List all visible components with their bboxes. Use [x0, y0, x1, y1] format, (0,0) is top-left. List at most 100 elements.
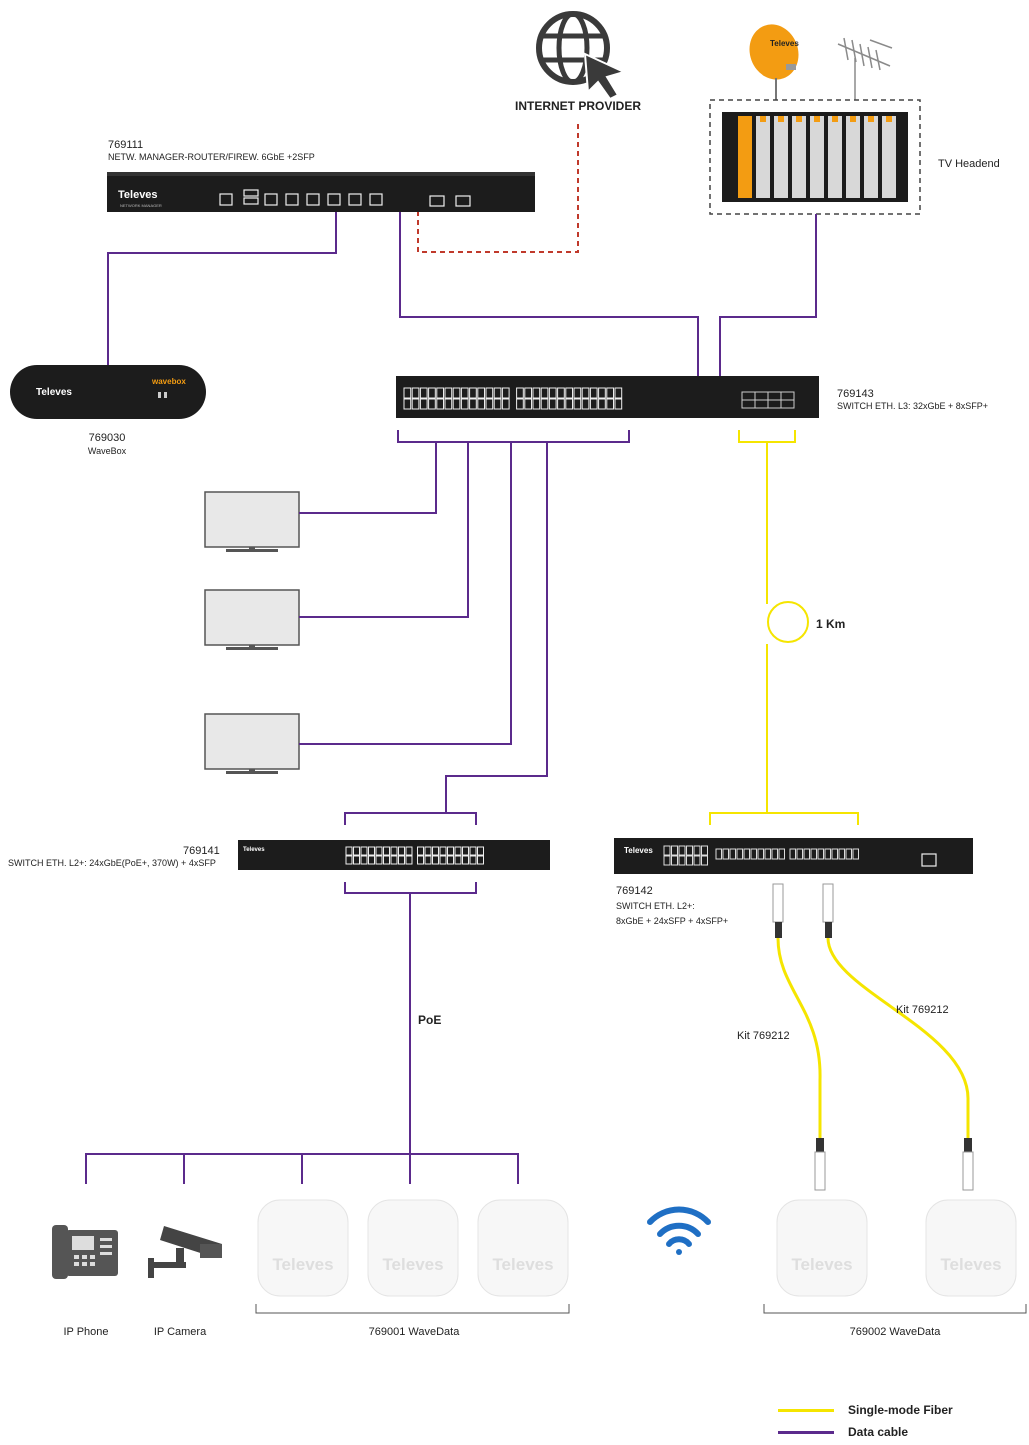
port: [360, 855, 368, 865]
port: [390, 846, 398, 856]
fiber-switch-desc-1: SWITCH ETH. L2+:: [616, 901, 695, 911]
port: [573, 387, 582, 399]
port: [375, 855, 383, 865]
core-switch-desc: SWITCH ETH. L3: 32xGbE + 8xSFP+: [837, 401, 989, 411]
port: [353, 855, 360, 865]
ip-phone-label: IP Phone: [63, 1326, 109, 1338]
port: [469, 855, 477, 865]
port: [485, 398, 494, 410]
port: [796, 848, 803, 860]
port: [686, 855, 693, 866]
port: [345, 855, 353, 865]
port: [368, 846, 375, 856]
port: [452, 398, 461, 410]
port: [565, 387, 573, 399]
internet-provider-label: INTERNET PROVIDER: [515, 99, 642, 113]
port: [852, 848, 859, 860]
port: [501, 387, 510, 399]
port: [663, 845, 671, 856]
wavedata-2-label: 769002 WaveData: [849, 1326, 941, 1338]
port: [424, 855, 432, 865]
port: [845, 848, 852, 860]
port: [411, 387, 420, 399]
port: [764, 848, 771, 860]
svg-text:Televes: Televes: [770, 39, 799, 48]
port: [701, 855, 708, 866]
port: [375, 846, 383, 856]
port: [581, 398, 590, 410]
port: [524, 398, 532, 410]
port: [390, 855, 398, 865]
port: [671, 845, 678, 856]
port: [493, 387, 502, 399]
wavebox-name: WaveBox: [87, 446, 127, 456]
router-desc: NETW. MANAGER-ROUTER/FIREW. 6GbE +2SFP: [108, 152, 315, 162]
port: [743, 848, 750, 860]
svg-text:Televes: Televes: [940, 1255, 1001, 1274]
internet-link: [417, 124, 579, 253]
port: [428, 398, 436, 410]
fiber-loop-icon: [767, 601, 809, 643]
port: [565, 398, 573, 410]
port: [383, 846, 390, 856]
port: [439, 846, 447, 856]
port: [598, 398, 606, 410]
port: [477, 855, 484, 865]
port: [671, 855, 678, 866]
port: [663, 855, 671, 866]
port: [411, 398, 420, 410]
port: [614, 398, 623, 410]
port: [532, 398, 541, 410]
port: [729, 848, 736, 860]
port: [614, 387, 623, 399]
svg-text:Televes: Televes: [382, 1255, 443, 1274]
svg-text:Televes: Televes: [243, 847, 265, 853]
legend-fiber-swatch: [778, 1409, 834, 1412]
port: [485, 387, 494, 399]
port: [469, 387, 477, 399]
port: [469, 846, 477, 856]
port: [715, 848, 722, 860]
port: [598, 387, 606, 399]
port: [573, 398, 582, 410]
port: [540, 398, 549, 410]
port: [722, 848, 729, 860]
port: [469, 398, 477, 410]
tv-monitor-icon: [204, 589, 300, 650]
fiber-cables: [709, 430, 970, 1140]
port: [757, 848, 764, 860]
fiber-distance-label: 1 Km: [816, 617, 846, 631]
access-point-icon: Televes: [925, 1199, 1017, 1297]
port: [501, 398, 510, 410]
legend-data-label: Data cable: [848, 1425, 909, 1439]
port: [771, 848, 778, 860]
poe-switch-desc: SWITCH ETH. L2+: 24xGbE(PoE+, 370W) + 4x…: [8, 858, 216, 868]
poe-switch-device: Televes: [238, 840, 550, 870]
tv-headend-label: TV Headend: [938, 158, 1000, 170]
port: [810, 848, 817, 860]
port: [516, 398, 524, 410]
tv-headend-device: [722, 112, 908, 202]
port: [557, 398, 565, 410]
port: [462, 855, 469, 865]
port: [405, 846, 413, 856]
ip-camera-label: IP Camera: [153, 1326, 207, 1338]
port: [581, 387, 590, 399]
terrestrial-antenna-icon: [837, 37, 893, 100]
port: [419, 398, 428, 410]
poe-label: PoE: [418, 1013, 442, 1027]
port: [477, 398, 485, 410]
port: [838, 848, 845, 860]
svg-text:Televes: Televes: [791, 1255, 852, 1274]
port: [454, 846, 462, 856]
fiber-switch-code: 769142: [616, 885, 653, 897]
svg-text:Televes: Televes: [492, 1255, 553, 1274]
port: [398, 855, 405, 865]
wavedata-1-label: 769001 WaveData: [368, 1326, 460, 1338]
svg-text:Televes: Televes: [118, 189, 158, 201]
port: [460, 387, 469, 399]
router-device: Televes NETWORK MANAGER: [107, 172, 535, 212]
fiber-switch-desc-2: 8xGbE + 24xSFP + 4xSFP+: [616, 916, 729, 926]
core-switch-code: 769143: [837, 388, 874, 400]
